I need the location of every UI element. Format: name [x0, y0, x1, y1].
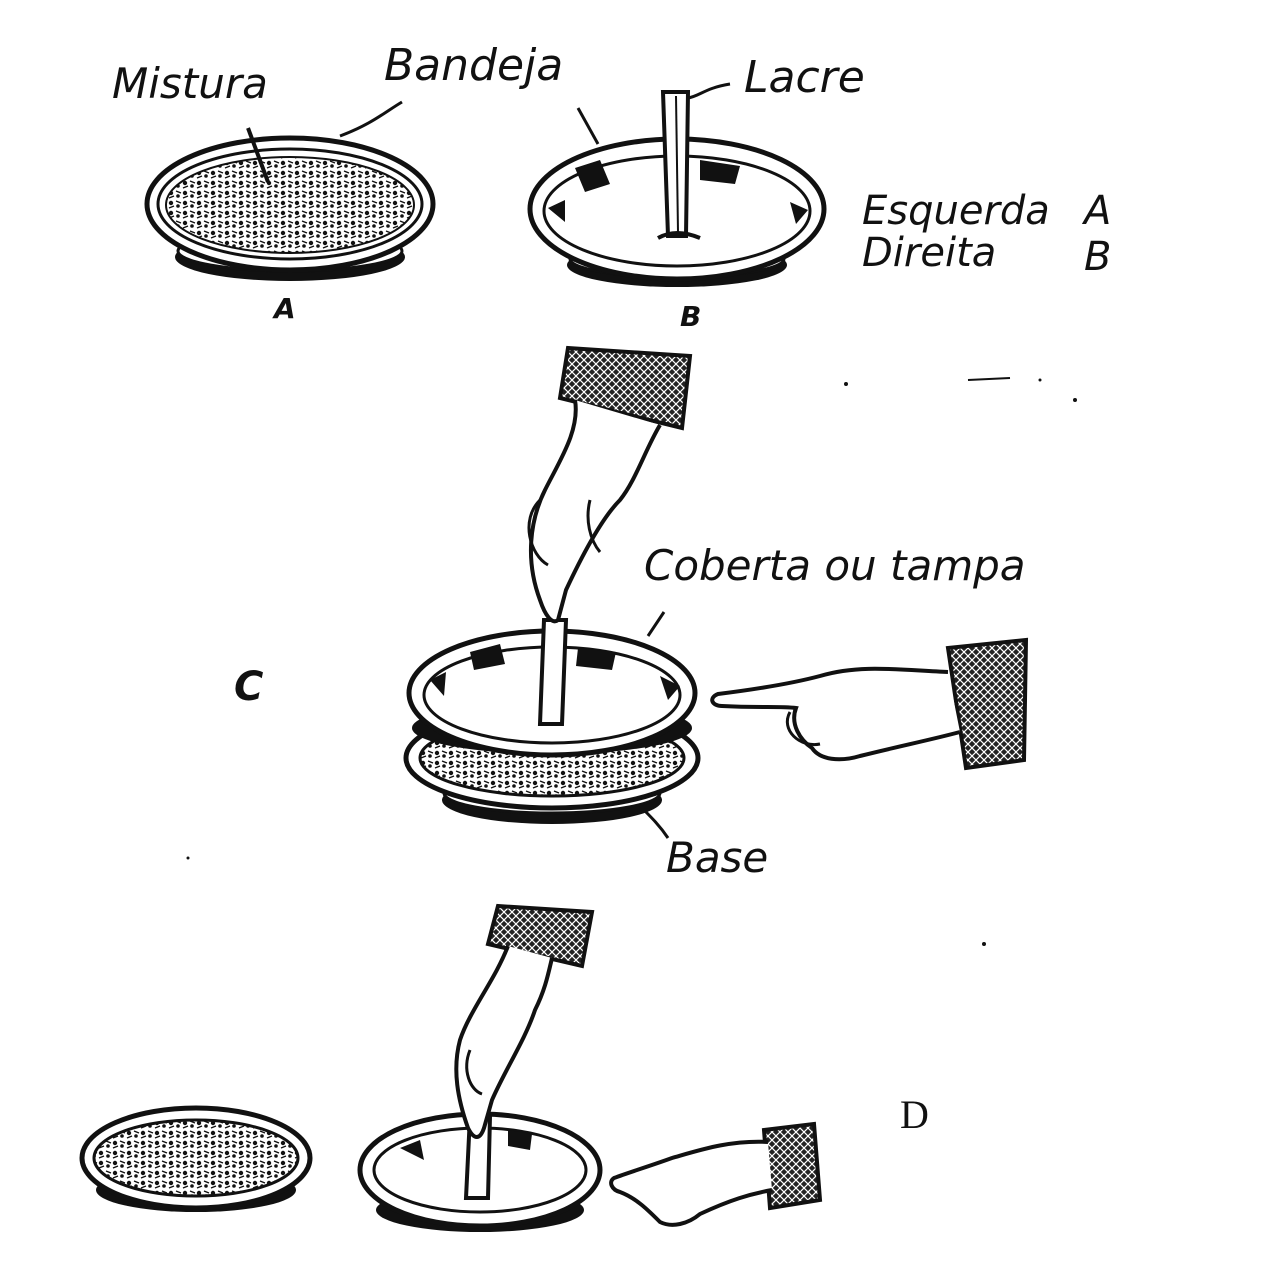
panel-c-wax-stick: [537, 618, 569, 726]
panel-c-caption: C: [234, 664, 263, 710]
mixture-fill: [165, 156, 415, 254]
panel-d-upper-hand: [454, 903, 595, 1139]
wax-stick: [657, 90, 701, 240]
label-tray: Bandeja: [384, 40, 563, 91]
label-base: Base: [666, 833, 768, 882]
cover-pointer: [646, 611, 666, 637]
panel-d-mixture-tray: [79, 1105, 313, 1212]
panel-b-caption: B: [680, 300, 701, 333]
wax-pointer: [687, 82, 731, 100]
panel-d-side-hand: [609, 1121, 823, 1227]
panel-d-caption: D: [900, 1092, 929, 1137]
legend-right-letter: B: [1084, 234, 1111, 280]
mixture-pointer: [246, 127, 270, 183]
label-wax: Lacre: [744, 52, 865, 103]
legend-left-letter: A: [1081, 188, 1111, 234]
legend-right-label: Direita: [862, 230, 996, 276]
panel-c-side-hand: [710, 637, 1029, 771]
base-pointer: [638, 804, 670, 839]
tray-pointer: [339, 100, 403, 138]
panel-a-tray-with-mixture: [144, 135, 436, 281]
label-mixture: Mistura: [112, 59, 268, 108]
panel-c-upper-hand: [527, 345, 693, 624]
paper-specks: [186, 377, 1077, 946]
panel-a-caption: A: [272, 292, 296, 325]
tray-b-pointer: [576, 107, 600, 145]
label-cover: Coberta ou tampa: [644, 541, 1026, 590]
legend-left-label: Esquerda: [862, 188, 1050, 234]
